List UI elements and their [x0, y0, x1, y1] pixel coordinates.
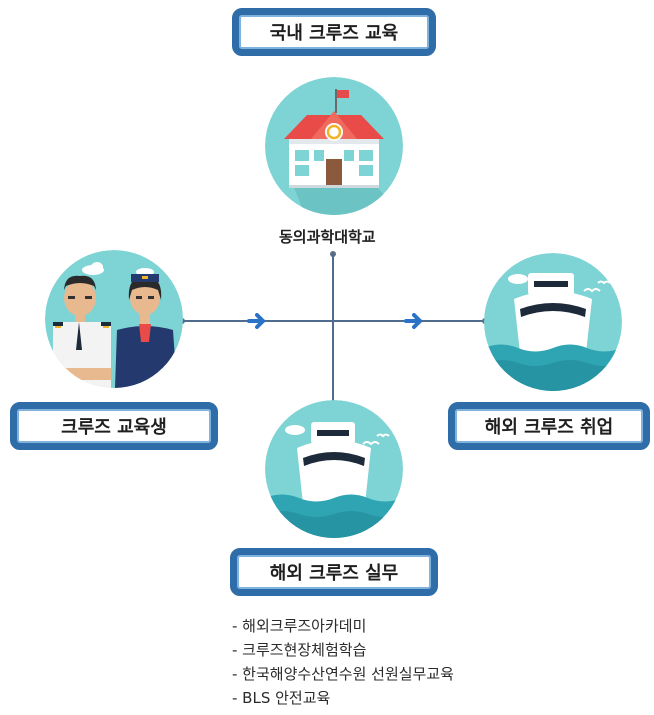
list-item: - 한국해양수산연수원 선원실무교육 [232, 665, 454, 683]
overseas-cruise-practice-label: 해외 크루즈 실무 [269, 563, 399, 584]
right-arrow-icon [404, 313, 422, 329]
list-item: - BLS 안전교육 [232, 689, 331, 707]
cruise-ship-icon [484, 253, 622, 391]
overseas-job-circle [484, 253, 622, 391]
overseas-practice-circle [265, 400, 403, 538]
domestic-cruise-education-box: 국내 크루즈 교육 [232, 8, 436, 56]
crew-members-icon [45, 250, 183, 388]
crew-circle [45, 250, 183, 388]
vertical-connector [332, 254, 334, 403]
school-circle [265, 77, 403, 215]
cruise-trainee-label: 크루즈 교육생 [61, 417, 167, 438]
cruise-trainee-box: 크루즈 교육생 [10, 402, 218, 450]
program-list: - 해외크루즈아카데미 - 크루즈현장체험학습 - 한국해양수산연수원 선원실무… [232, 614, 454, 710]
domestic-cruise-education-label: 국내 크루즈 교육 [269, 23, 399, 44]
cruise-ship-icon [265, 400, 403, 538]
right-arrow-icon [247, 313, 265, 329]
school-caption: 동의과학대학교 [279, 228, 376, 246]
school-building-icon [265, 77, 403, 215]
overseas-cruise-job-box: 해외 크루즈 취업 [448, 402, 650, 450]
overseas-cruise-practice-box: 해외 크루즈 실무 [230, 548, 438, 596]
list-item: - 해외크루즈아카데미 [232, 617, 367, 635]
overseas-cruise-job-label: 해외 크루즈 취업 [484, 417, 614, 438]
list-item: - 크루즈현장체험학습 [232, 641, 367, 659]
horizontal-connector [182, 320, 486, 322]
